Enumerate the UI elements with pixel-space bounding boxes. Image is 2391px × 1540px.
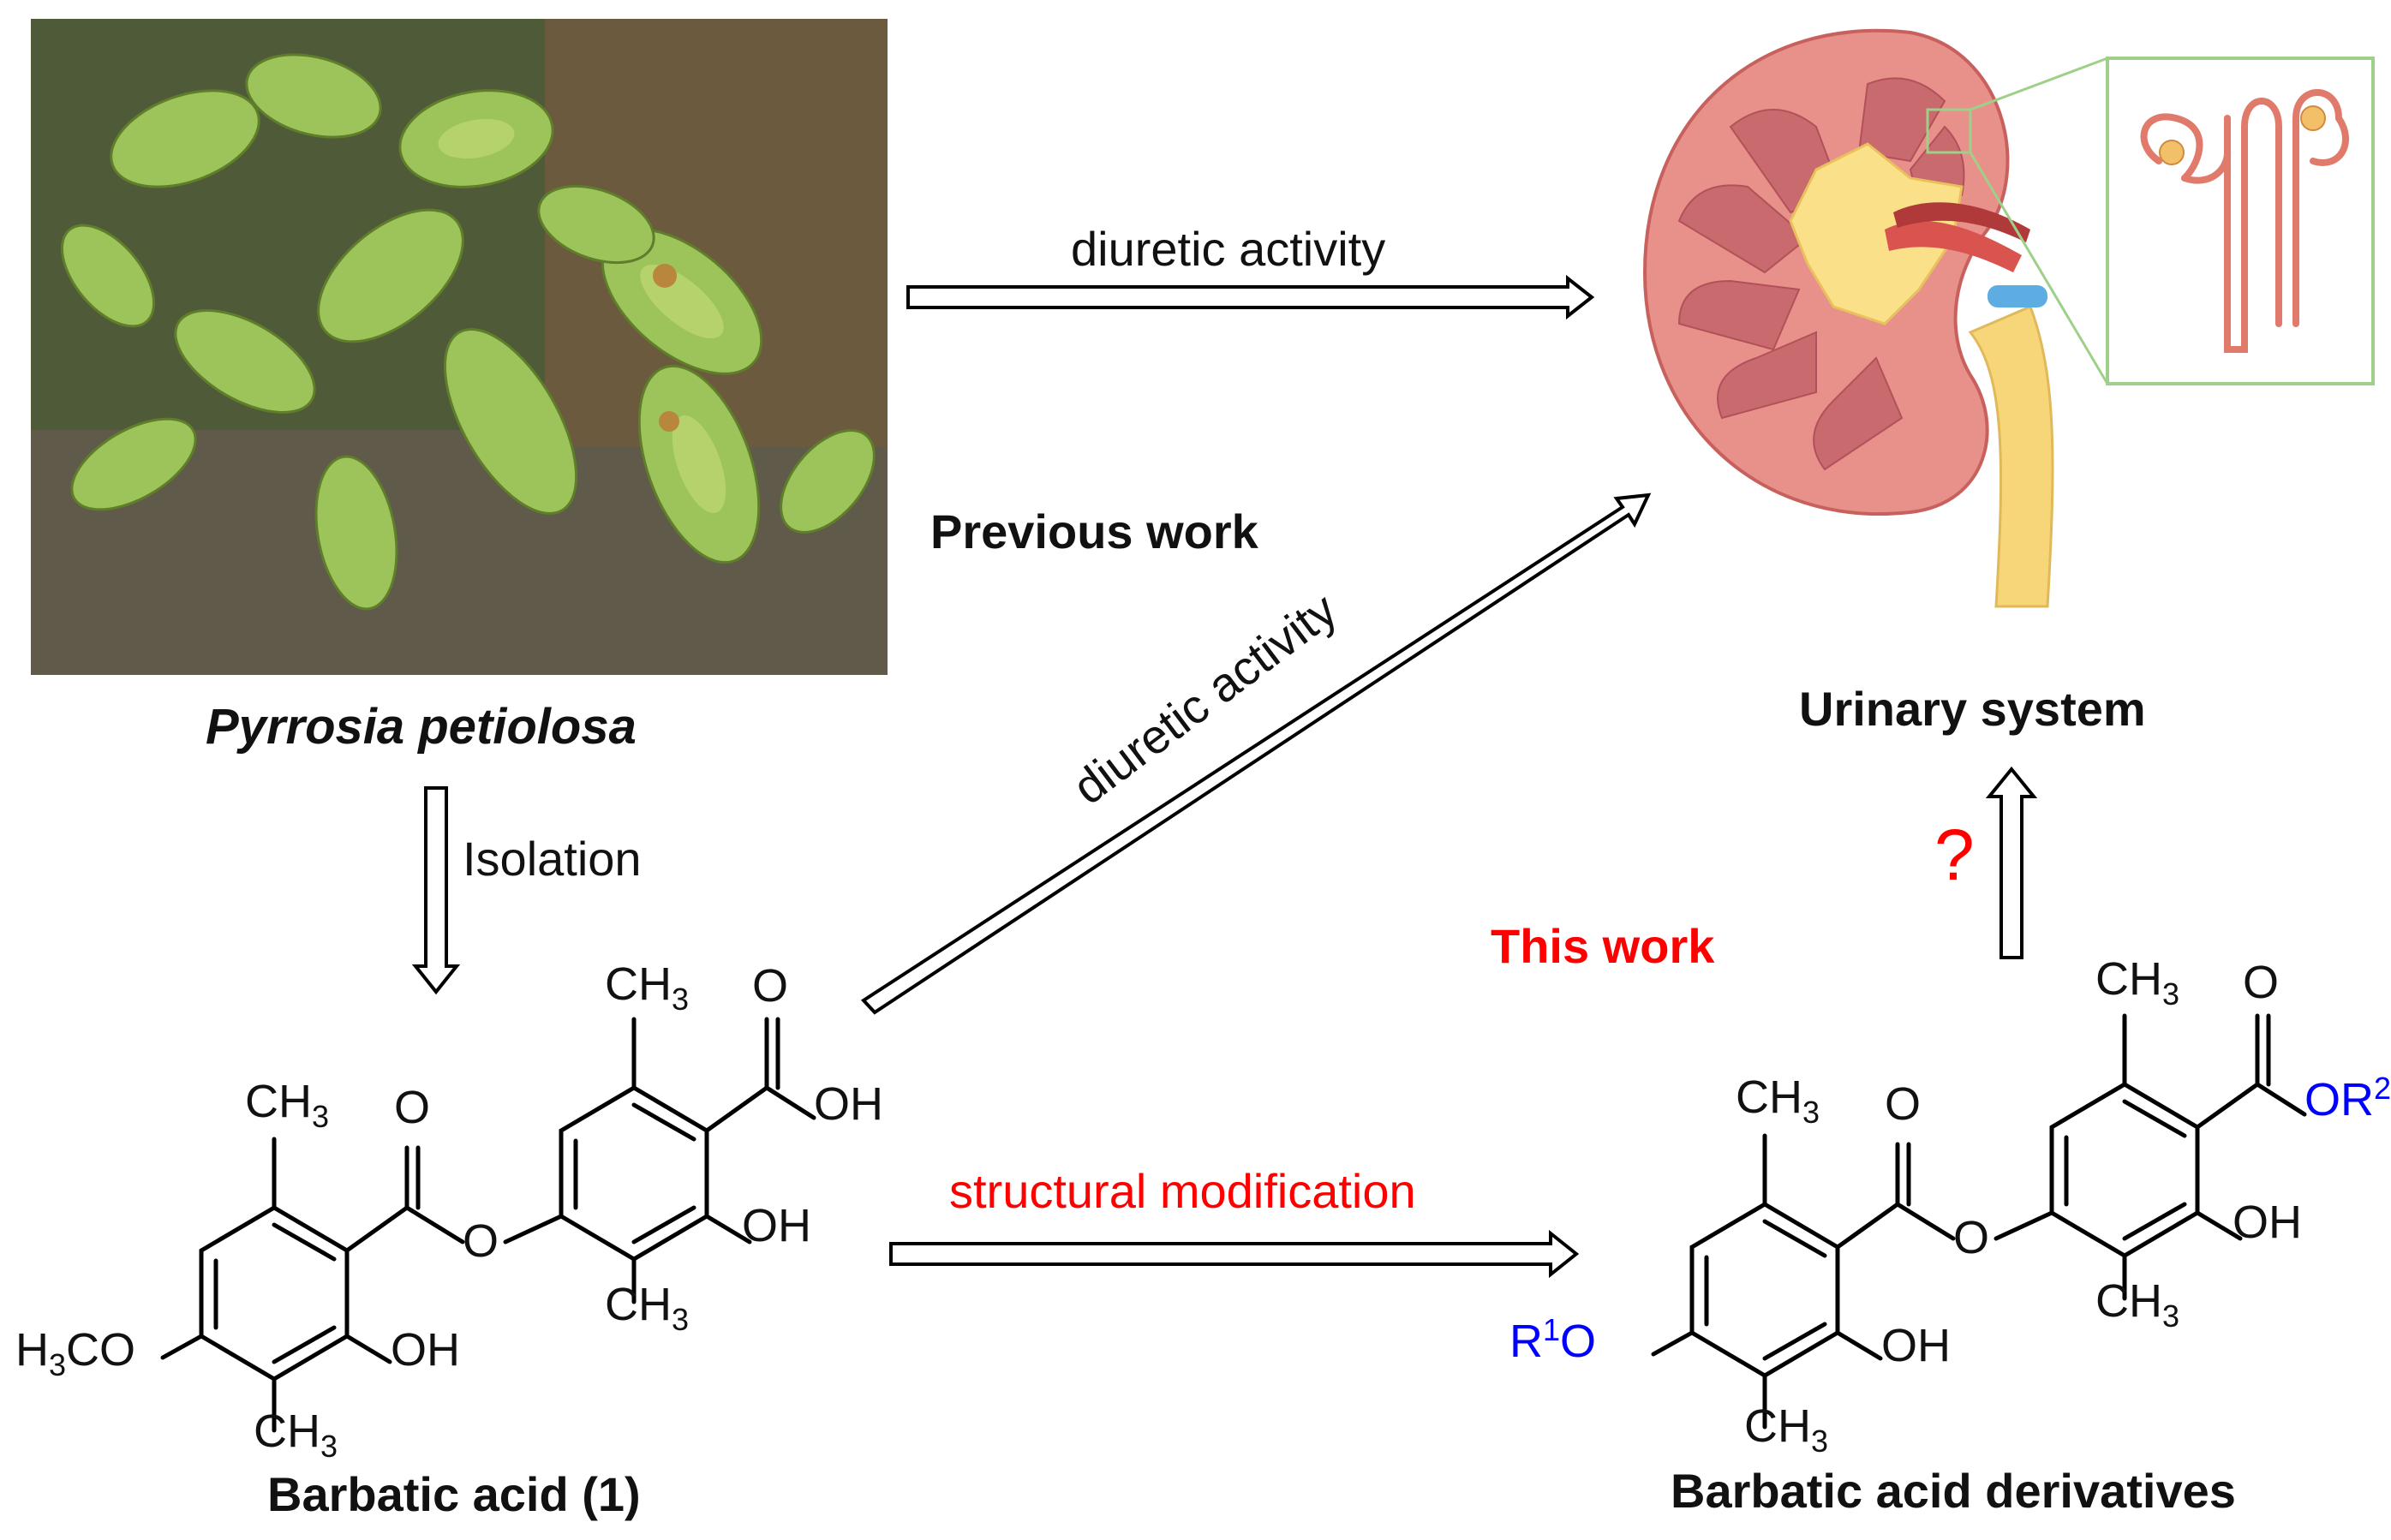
right-ch3-ringA-bottom: CH3	[1744, 1400, 1829, 1459]
right-carbonyl-o-ringA: O	[1885, 1078, 1922, 1130]
right-ch3-top: CH3	[2095, 953, 2180, 1012]
ureter-vessel-blue	[1988, 285, 2047, 307]
structural-modification-label: structural modification	[949, 1164, 1416, 1218]
arrow-plant-to-kidney	[906, 274, 1595, 320]
right-carbonyl-o-ringB: O	[2243, 957, 2280, 1008]
right-or2: OR2	[2304, 1071, 2391, 1125]
previous-work-label: Previous work	[930, 504, 1258, 558]
left-ch3-ringA-bottom: CH3	[254, 1406, 338, 1464]
left-ch3-ringA: CH3	[245, 1076, 330, 1134]
renal-artery	[1885, 221, 2022, 272]
zoom-box	[1926, 108, 1972, 154]
right-compound-name: Barbatic acid derivatives	[1671, 1464, 2236, 1518]
left-ch3-ringB-bottom: CH3	[605, 1279, 690, 1337]
barbatic-acid-structure	[160, 1017, 816, 1433]
arrow-diagonal-diuretic	[860, 492, 1652, 1015]
right-oh-ringB: OH	[2233, 1197, 2302, 1248]
arrow-isolation-down	[411, 786, 461, 995]
isolation-label: Isolation	[463, 832, 642, 886]
barbatic-acid-derivatives-structure	[1651, 1013, 2307, 1430]
left-oh-ringB: OH	[742, 1200, 811, 1251]
plant-photo-illustration	[31, 19, 888, 675]
kidney-medulla	[1677, 77, 1965, 471]
left-methoxy: H3CO	[15, 1324, 136, 1382]
question-mark: ?	[1934, 815, 1975, 895]
plant-caption: Pyrrosia petiolosa	[206, 699, 637, 755]
nephron-tubules	[2140, 89, 2350, 353]
left-ch3-top: CH3	[605, 958, 690, 1017]
left-oh-acid: OH	[814, 1078, 883, 1130]
right-ch3-ringB-bottom: CH3	[2095, 1275, 2180, 1334]
left-carbonyl-o-ringA: O	[394, 1082, 431, 1133]
left-oh-ringA: OH	[391, 1324, 460, 1376]
kidney-illustration	[1642, 28, 2375, 608]
ureter	[1968, 305, 2054, 608]
right-oh-ringA: OH	[1881, 1320, 1951, 1371]
urinary-system-label: Urinary system	[1799, 682, 2146, 736]
left-carbonyl-o-ringB: O	[752, 960, 789, 1012]
right-r1o: R1O	[1509, 1312, 1597, 1367]
right-ester-o: O	[1953, 1212, 1990, 1263]
right-ch3-ringA: CH3	[1736, 1071, 1820, 1130]
arrow-derivatives-up	[1985, 766, 2038, 959]
arrow-structural-modification	[889, 1229, 1580, 1279]
left-ester-o: O	[463, 1215, 499, 1267]
this-work-label: This work	[1491, 919, 1715, 973]
diuretic-activity-top-label: diuretic activity	[1071, 222, 1386, 276]
left-compound-name: Barbatic acid (1)	[267, 1467, 641, 1521]
plant-photo	[31, 19, 888, 675]
renal-vein	[1893, 202, 2030, 242]
nephron-inset	[2106, 57, 2375, 385]
renal-pelvis	[1789, 142, 1964, 325]
